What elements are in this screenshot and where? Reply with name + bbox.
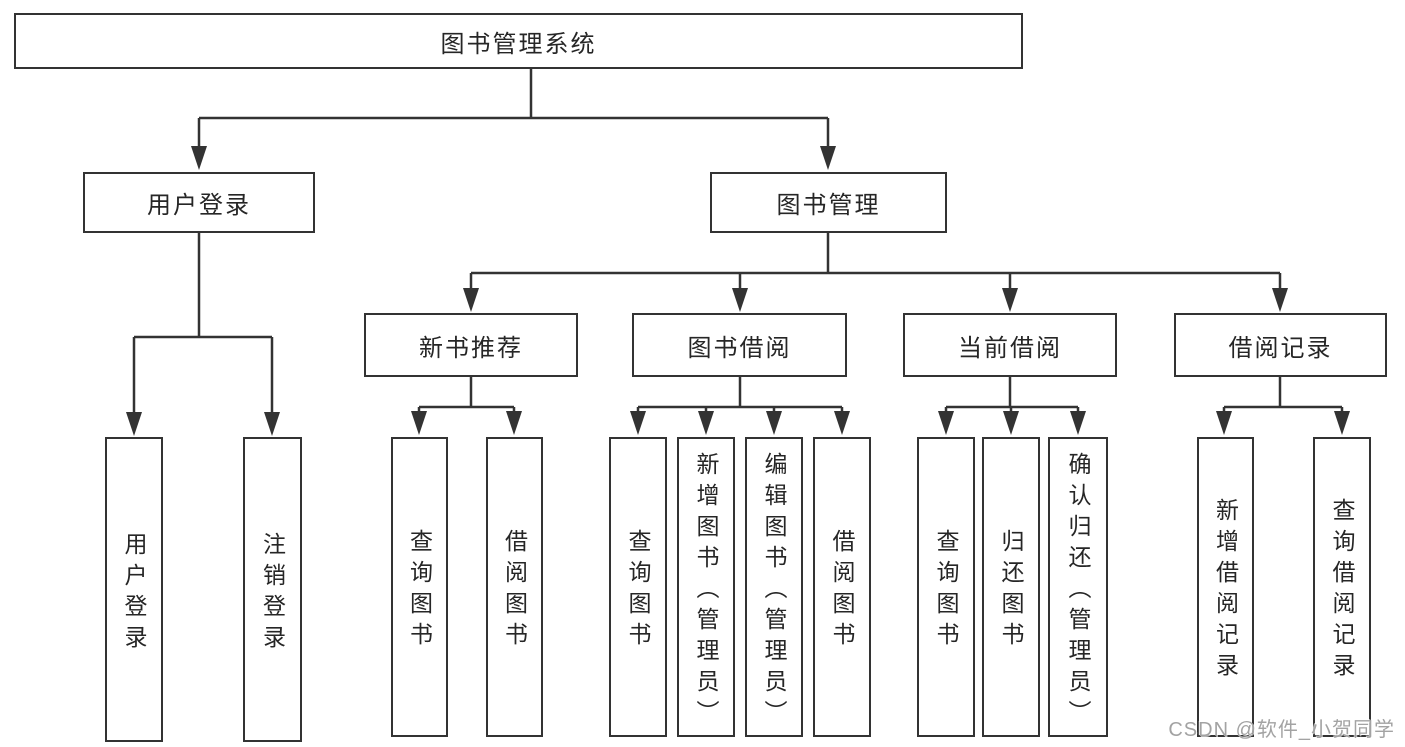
- node-borrow-books-recommend: 借阅图书: [486, 437, 543, 737]
- node-book-management: 图书管理: [710, 172, 947, 233]
- node-label: 图书管理系统: [440, 30, 597, 58]
- node-label: 查询图书: [625, 529, 651, 653]
- node-label: 新增图书（管理员）: [693, 451, 719, 731]
- node-query-books-current: 查询图书: [917, 437, 975, 737]
- node-label: 借阅图书: [829, 529, 855, 653]
- node-edit-books-admin: 编辑图书（管理员）: [745, 437, 803, 737]
- node-label: 查询借阅记录: [1329, 498, 1355, 684]
- node-query-books-recommend: 查询图书: [391, 437, 448, 737]
- arrow-down-icons: [126, 146, 1350, 436]
- node-add-books-admin: 新增图书（管理员）: [677, 437, 735, 737]
- node-query-borrow-record: 查询借阅记录: [1313, 437, 1371, 737]
- node-current-borrow: 当前借阅: [903, 313, 1117, 377]
- node-label: 图书管理: [776, 192, 881, 219]
- node-label: 新增借阅记录: [1212, 498, 1239, 684]
- csdn-watermark: CSDN @软件_小贺同学: [1168, 719, 1395, 741]
- node-label: 注销登录: [259, 531, 286, 656]
- node-library-system: 图书管理系统: [14, 13, 1023, 69]
- node-user-login: 用户登录: [83, 172, 315, 233]
- node-book-borrow: 图书借阅: [632, 313, 847, 377]
- node-label: 用户登录: [147, 192, 251, 219]
- node-confirm-return-admin: 确认归还（管理员）: [1048, 437, 1108, 737]
- node-label: 确认归还（管理员）: [1065, 451, 1091, 731]
- node-new-book-recommend: 新书推荐: [364, 313, 578, 377]
- node-user-login-action: 用户登录: [105, 437, 163, 742]
- node-label: 编辑图书（管理员）: [761, 451, 787, 731]
- node-logout: 注销登录: [243, 437, 302, 742]
- node-add-borrow-record: 新增借阅记录: [1197, 437, 1254, 737]
- node-label: 借阅图书: [501, 529, 528, 653]
- node-label: 查询图书: [933, 529, 959, 653]
- node-label: 用户登录: [121, 531, 147, 656]
- node-borrow-records: 借阅记录: [1174, 313, 1387, 377]
- node-borrow-books: 借阅图书: [813, 437, 871, 737]
- node-label: 归还图书: [998, 529, 1024, 653]
- node-return-books: 归还图书: [982, 437, 1040, 737]
- node-label: 当前借阅: [958, 334, 1062, 362]
- node-label: 借阅记录: [1228, 334, 1333, 362]
- node-label: 新书推荐: [419, 334, 523, 362]
- node-label: 图书借阅: [687, 334, 792, 362]
- node-query-books-borrow: 查询图书: [609, 437, 667, 737]
- node-label: 查询图书: [406, 529, 433, 653]
